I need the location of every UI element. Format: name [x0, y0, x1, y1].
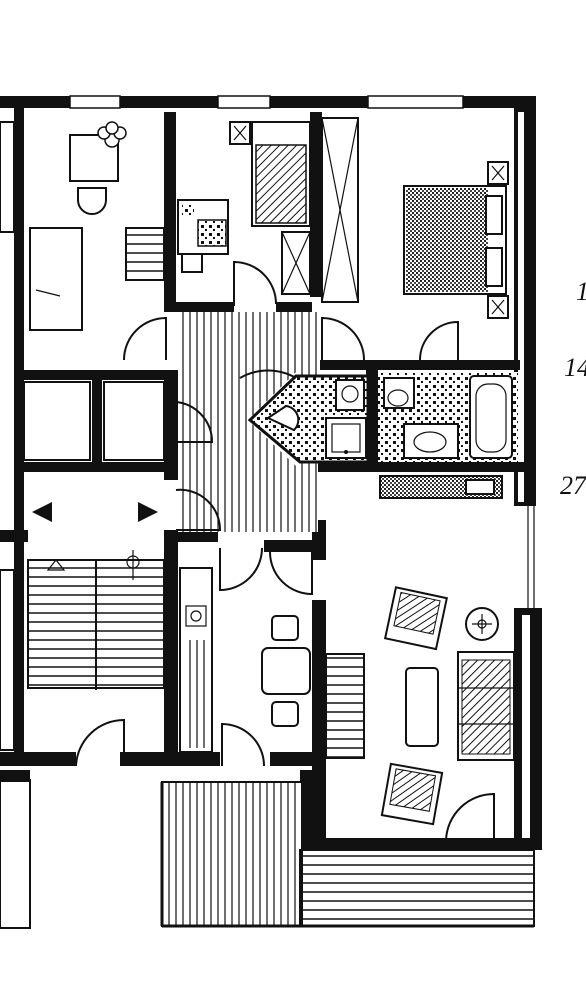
margin-label-3: 27: [560, 471, 586, 500]
margin-label-1: 1: [576, 277, 586, 306]
room-bedroom-master: [321, 117, 509, 361]
room-living: [325, 586, 515, 841]
balcony: [160, 781, 535, 928]
entrance-door: [75, 718, 125, 767]
arrow-right-icon: [138, 502, 158, 522]
staircase: [27, 550, 165, 690]
closets: [23, 381, 222, 531]
interior-walls: [0, 100, 524, 782]
room-bathroom: [378, 372, 518, 462]
room-study: [29, 121, 167, 361]
lamp-icon: [465, 607, 499, 641]
margin-label-2: 14: [564, 353, 586, 382]
arrow-left-icon: [32, 502, 52, 522]
room-kitchen: [179, 547, 313, 767]
flower-pot-icon: [97, 121, 127, 148]
room-wc: [239, 369, 370, 464]
room-bedroom-small: [177, 121, 311, 306]
exterior-walls: [0, 95, 542, 850]
